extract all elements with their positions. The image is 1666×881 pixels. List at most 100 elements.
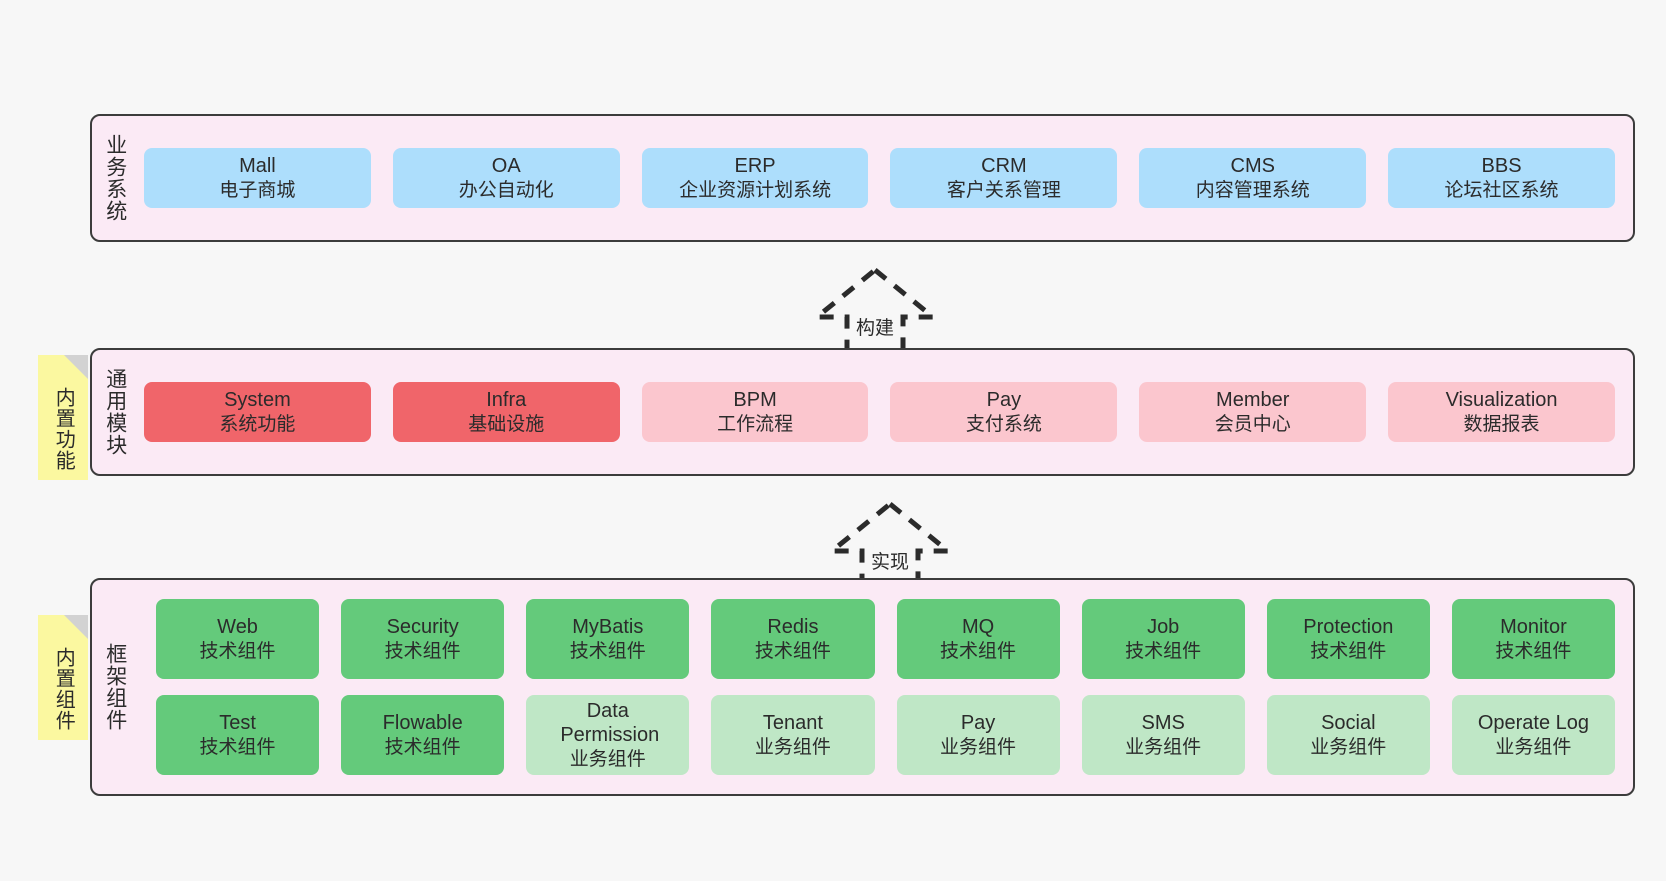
card-title: ERP <box>734 155 776 178</box>
card-title: Data Permission <box>560 700 660 747</box>
card-title: Infra <box>486 389 527 412</box>
card-subtitle: 技术组件 <box>754 640 831 662</box>
card-subtitle: 技术组件 <box>384 736 461 758</box>
card-monitor[interactable]: Monitor 技术组件 <box>1451 599 1615 679</box>
card-title: Security <box>386 616 459 639</box>
card-operate-log[interactable]: Operate Log 业务组件 <box>1451 695 1615 775</box>
card-test[interactable]: Test 技术组件 <box>156 695 320 775</box>
card-title: Pay <box>986 389 1022 412</box>
card-row-technical: Web 技术组件 Security 技术组件 MyBatis 技术组件 Redi… <box>156 599 1615 679</box>
card-subtitle: 技术组件 <box>1310 640 1387 662</box>
card-subtitle: 技术组件 <box>1495 640 1572 662</box>
card-title: Tenant <box>762 712 823 735</box>
card-title: OA <box>491 155 521 178</box>
sticky-note-builtin-function: 内置功能 <box>38 355 88 480</box>
card-security[interactable]: Security 技术组件 <box>341 599 505 679</box>
card-row-business: Test 技术组件 Flowable 技术组件 Data Permission … <box>156 695 1615 775</box>
card-job[interactable]: Job 技术组件 <box>1081 599 1245 679</box>
card-sms[interactable]: SMS 业务组件 <box>1081 695 1245 775</box>
card-row: Mall 电子商城 OA 办公自动化 ERP 企业资源计划系统 CRM 客户关系… <box>144 148 1615 208</box>
card-subtitle: 电子商城 <box>219 179 296 201</box>
card-web[interactable]: Web 技术组件 <box>156 599 320 679</box>
card-subtitle: 数据报表 <box>1463 413 1540 435</box>
card-title: Member <box>1216 389 1290 412</box>
connector-label-implement: 实现 <box>870 552 909 573</box>
sticky-note-builtin-component: 内置组件 <box>38 615 88 740</box>
card-subtitle: 技术组件 <box>384 640 461 662</box>
card-title: SMS <box>1141 712 1185 735</box>
card-subtitle: 基础设施 <box>468 413 545 435</box>
layer-body-business-system: Mall 电子商城 OA 办公自动化 ERP 企业资源计划系统 CRM 客户关系… <box>138 116 1633 240</box>
card-subtitle: 业务组件 <box>940 736 1017 758</box>
card-subtitle: 办公自动化 <box>458 179 554 201</box>
note-fold-corner <box>64 355 88 379</box>
card-protection[interactable]: Protection 技术组件 <box>1266 599 1430 679</box>
card-subtitle: 支付系统 <box>965 413 1042 435</box>
card-mq[interactable]: MQ 技术组件 <box>896 599 1060 679</box>
card-cms[interactable]: CMS 内容管理系统 <box>1139 148 1367 208</box>
dashed-hollow-arrow-up-icon <box>824 500 956 591</box>
card-title: Monitor <box>1500 616 1567 639</box>
layer-business-system: 业务系统 Mall 电子商城 OA 办公自动化 ERP 企业资源计划系统 CRM… <box>90 114 1635 242</box>
card-member[interactable]: Member 会员中心 <box>1139 382 1367 442</box>
card-tenant[interactable]: Tenant 业务组件 <box>711 695 875 775</box>
card-subtitle: 客户关系管理 <box>946 179 1061 201</box>
card-subtitle: 业务组件 <box>1125 736 1202 758</box>
card-bbs[interactable]: BBS 论坛社区系统 <box>1388 148 1615 208</box>
card-bpm[interactable]: BPM 工作流程 <box>641 382 869 442</box>
card-title: Web <box>217 616 258 639</box>
card-title: CRM <box>981 155 1027 178</box>
connector-build: 构建 <box>790 262 960 362</box>
card-subtitle: 内容管理系统 <box>1195 179 1310 201</box>
card-oa[interactable]: OA 办公自动化 <box>392 148 620 208</box>
layer-framework-component: 框架组件 Web 技术组件 Security 技术组件 MyBatis 技术组件… <box>90 578 1635 796</box>
card-visualization[interactable]: Visualization 数据报表 <box>1388 382 1615 442</box>
note-label: 内置组件 <box>52 646 75 731</box>
card-crm[interactable]: CRM 客户关系管理 <box>890 148 1118 208</box>
connector-label-build: 构建 <box>855 318 894 339</box>
connector-implement: 实现 <box>805 496 975 596</box>
layer-title-common-module: 通用模块 <box>103 368 127 456</box>
card-erp[interactable]: ERP 企业资源计划系统 <box>641 148 869 208</box>
card-redis[interactable]: Redis 技术组件 <box>711 599 875 679</box>
layer-body-common-module: System 系统功能 Infra 基础设施 BPM 工作流程 Pay 支付系统… <box>138 350 1633 474</box>
card-infra[interactable]: Infra 基础设施 <box>392 382 620 442</box>
note-label: 内置功能 <box>52 386 75 471</box>
layer-common-module: 通用模块 System 系统功能 Infra 基础设施 BPM 工作流程 Pay… <box>90 348 1635 476</box>
card-title: Redis <box>767 616 819 639</box>
card-subtitle: 论坛社区系统 <box>1444 179 1559 201</box>
card-system[interactable]: System 系统功能 <box>144 382 371 442</box>
card-title: Social <box>1321 712 1376 735</box>
card-subtitle: 系统功能 <box>219 413 296 435</box>
card-flowable[interactable]: Flowable 技术组件 <box>341 695 505 775</box>
layer-title-framework-component: 框架组件 <box>103 643 127 731</box>
card-title: CMS <box>1230 155 1275 178</box>
card-title: Flowable <box>382 712 463 735</box>
card-pay-module[interactable]: Pay 支付系统 <box>890 382 1118 442</box>
card-social[interactable]: Social 业务组件 <box>1266 695 1430 775</box>
card-subtitle: 技术组件 <box>569 640 646 662</box>
card-title: Visualization <box>1445 389 1558 412</box>
card-subtitle: 企业资源计划系统 <box>679 179 832 201</box>
card-subtitle: 工作流程 <box>717 413 794 435</box>
card-subtitle: 业务组件 <box>754 736 831 758</box>
card-title: Mall <box>239 155 276 178</box>
card-pay-component[interactable]: Pay 业务组件 <box>896 695 1060 775</box>
card-row: System 系统功能 Infra 基础设施 BPM 工作流程 Pay 支付系统… <box>144 382 1615 442</box>
card-title: Protection <box>1303 616 1394 639</box>
card-mybatis[interactable]: MyBatis 技术组件 <box>526 599 690 679</box>
card-data-permission[interactable]: Data Permission 业务组件 <box>526 695 690 775</box>
card-title: MQ <box>961 616 995 639</box>
card-subtitle: 会员中心 <box>1214 413 1291 435</box>
card-mall[interactable]: Mall 电子商城 <box>144 148 371 208</box>
card-subtitle: 技术组件 <box>199 736 276 758</box>
card-title: MyBatis <box>572 616 644 639</box>
layer-title-business-system: 业务系统 <box>103 134 127 222</box>
card-subtitle: 业务组件 <box>1310 736 1387 758</box>
card-title: System <box>224 389 291 412</box>
card-title: Pay <box>960 712 996 735</box>
layer-body-framework-component: Web 技术组件 Security 技术组件 MyBatis 技术组件 Redi… <box>138 580 1633 794</box>
dashed-hollow-arrow-up-icon <box>809 266 941 357</box>
card-title: Job <box>1147 616 1180 639</box>
